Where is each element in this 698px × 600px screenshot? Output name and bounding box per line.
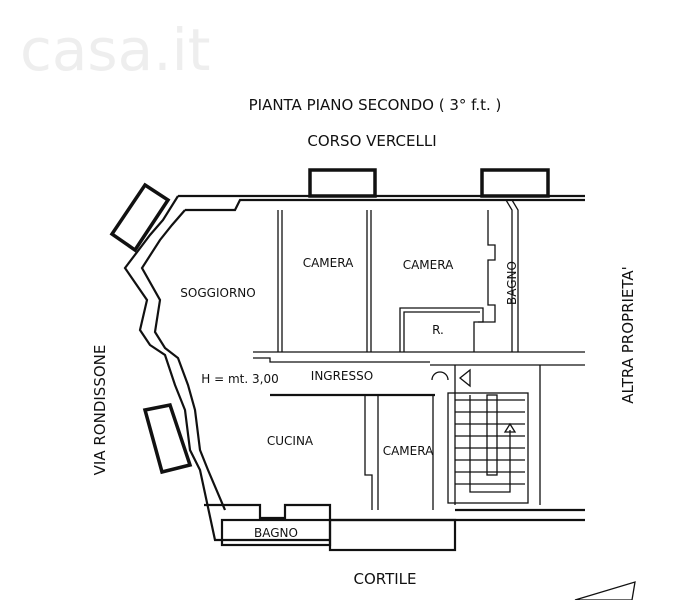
room-soggiorno: SOGGIORNO xyxy=(180,286,255,300)
plan-title: PIANTA PIANO SECONDO ( 3° f.t. ) xyxy=(249,96,502,114)
room-bagno-2: BAGNO xyxy=(254,526,298,540)
room-ingresso: INGRESSO xyxy=(311,369,373,383)
street-bottom: CORTILE xyxy=(353,570,416,588)
balconies xyxy=(109,168,550,552)
outer-walls xyxy=(123,194,585,542)
north-arrow-icon xyxy=(574,581,636,600)
street-top: CORSO VERCELLI xyxy=(307,132,436,150)
room-camera-3: CAMERA xyxy=(383,444,434,458)
ceiling-height: H = mt. 3,00 xyxy=(201,372,278,386)
watermark: casa.it xyxy=(20,16,210,84)
interior-walls xyxy=(253,199,585,510)
room-cucina: CUCINA xyxy=(267,434,314,448)
room-camera-1: CAMERA xyxy=(303,256,354,270)
room-bagno-1: BAGNO xyxy=(505,261,519,305)
door-swing xyxy=(431,371,449,381)
neighbor-right: ALTRA PROPRIETA' xyxy=(619,266,637,404)
room-ripostiglio: R. xyxy=(432,323,444,337)
stairs xyxy=(455,394,525,493)
room-camera-2: CAMERA xyxy=(403,258,454,272)
street-left: VIA RONDISSONE xyxy=(91,345,109,476)
